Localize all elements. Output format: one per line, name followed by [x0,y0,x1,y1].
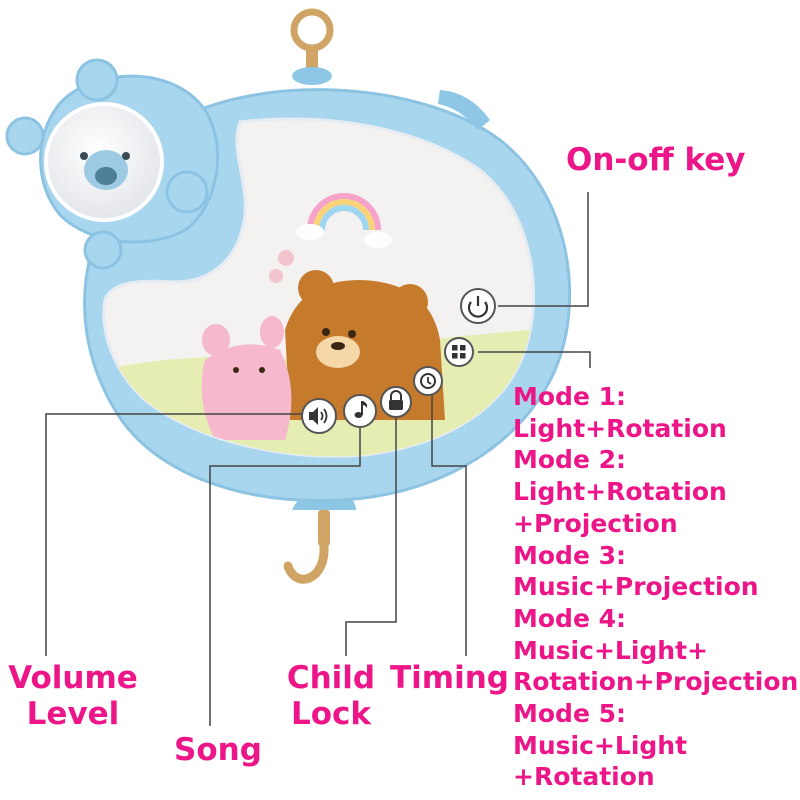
mode-line: Mode 2: [513,445,627,475]
brown-bear-illustration [285,270,445,420]
top-hanging-hook [290,8,334,85]
power-icon [467,296,489,318]
mode-line: +Projection [513,508,678,538]
music-note-icon [354,401,368,418]
mode-line: Mode 5: [513,699,627,729]
mode-line: +Rotation [513,762,655,792]
mode-line: Music+Projection [513,572,759,602]
song-button[interactable] [343,394,377,428]
mode-line: Music+Light+ [513,635,708,665]
power-button[interactable] [460,288,496,324]
bottom-hook [283,491,356,584]
child-lock-text: Child Lock [286,660,376,732]
child-lock-label: Child Lock [282,660,380,732]
mode-line: Light+Rotation [513,413,727,443]
mode-line: Music+Light [513,730,688,760]
rainbow-illustration [296,193,392,248]
mode-descriptions: Mode 1: Light+Rotation Mode 2: Light+Rot… [513,381,798,793]
mode-line: Light+Rotation [513,477,727,507]
volume-button[interactable] [301,398,337,434]
mode-line: Mode 3: [513,540,627,570]
song-label: Song [174,732,262,768]
volume-level-text: Volume Level [8,660,138,732]
mode-grid-icon [452,345,466,359]
mode-line: Rotation+Projection [513,667,799,697]
volume-level-label: Volume Level [6,660,140,732]
speaker-volume-icon [309,407,328,425]
bear-projector-head [5,58,220,270]
timer-clock-icon [420,373,436,389]
child-lock-button[interactable] [380,386,412,418]
timing-label: Timing [390,660,509,696]
timing-button[interactable] [413,366,443,396]
on-off-key-label: On-off key [566,142,746,178]
leader-lines [45,192,591,726]
pink-bunny-illustration [201,316,292,440]
mode-line: Mode 4: [513,603,627,633]
lock-icon [389,390,403,410]
mode-line: Mode 1: [513,382,627,411]
mode-button[interactable] [444,337,474,367]
